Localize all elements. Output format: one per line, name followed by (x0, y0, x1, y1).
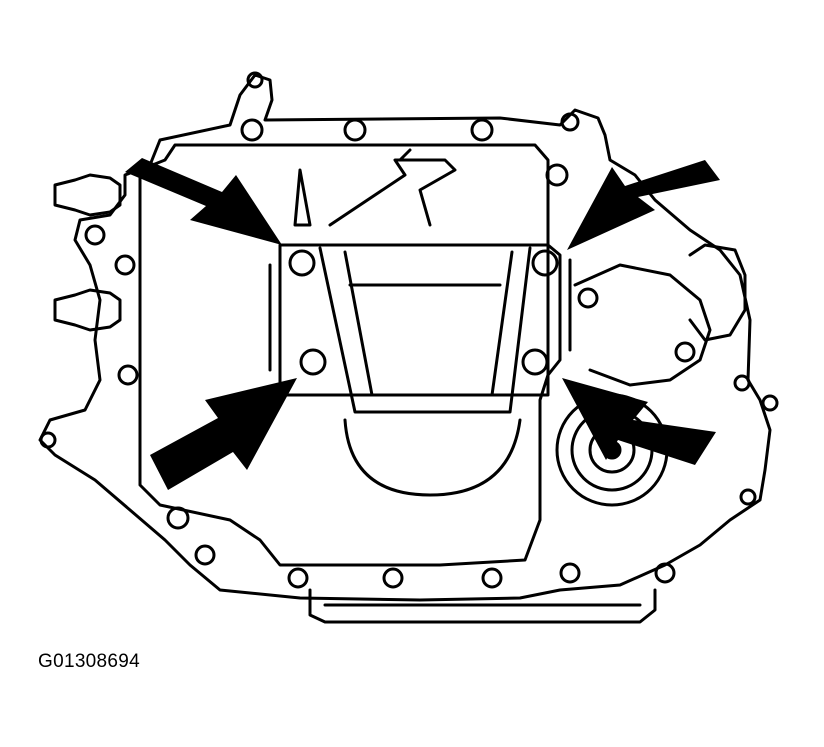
cover-plate (278, 243, 550, 397)
housing-bolt (733, 374, 751, 392)
housing-bolt (761, 394, 779, 412)
pan-bolt-upper-right (531, 249, 559, 277)
housing-bolt (382, 567, 404, 589)
housing-bolt (343, 118, 367, 142)
right-housing-detail (573, 263, 712, 387)
sensor-housing (688, 243, 747, 342)
fitting-upper (53, 173, 122, 217)
housing-bolt (481, 567, 503, 589)
housing-outline (38, 73, 772, 602)
housing-bolt (559, 562, 581, 584)
callout-arrow-upper-right (567, 160, 720, 250)
transmission-diagram (38, 71, 779, 624)
pan-bolt-lower-right (521, 348, 549, 376)
oil-pan-outline (138, 143, 562, 567)
housing-bolt (287, 567, 309, 589)
figure-id: G01308694 (38, 651, 141, 672)
housing-bolt (674, 341, 696, 363)
top-cross-rib (328, 148, 457, 227)
fitting-lower (53, 288, 122, 332)
bottom-plate (308, 588, 657, 624)
housing-bolt (577, 287, 599, 309)
callout-arrow-lower-right (562, 378, 716, 465)
housing-bolt (39, 431, 57, 449)
housing-bolt (84, 224, 106, 246)
housing-bolt (114, 254, 136, 276)
housing-bolt (166, 506, 190, 530)
cover-u-channel (318, 246, 532, 414)
housing-bolt (545, 163, 569, 187)
housing-bolt (560, 112, 580, 132)
housing-bolt (117, 364, 139, 386)
housing-bolt (739, 488, 757, 506)
callout-arrow-upper-left (125, 158, 282, 245)
housing-bolt (240, 118, 264, 142)
pan-bolt-upper-left (288, 249, 316, 277)
housing-bolt (654, 562, 676, 584)
housing-bolt (194, 544, 216, 566)
callout-arrow-lower-left (150, 378, 297, 490)
top-rib (293, 168, 312, 227)
pan-bolt-lower-left (299, 348, 327, 376)
housing-bolt (246, 71, 264, 89)
strainer-bowl (343, 418, 522, 497)
housing-bolt (470, 118, 494, 142)
